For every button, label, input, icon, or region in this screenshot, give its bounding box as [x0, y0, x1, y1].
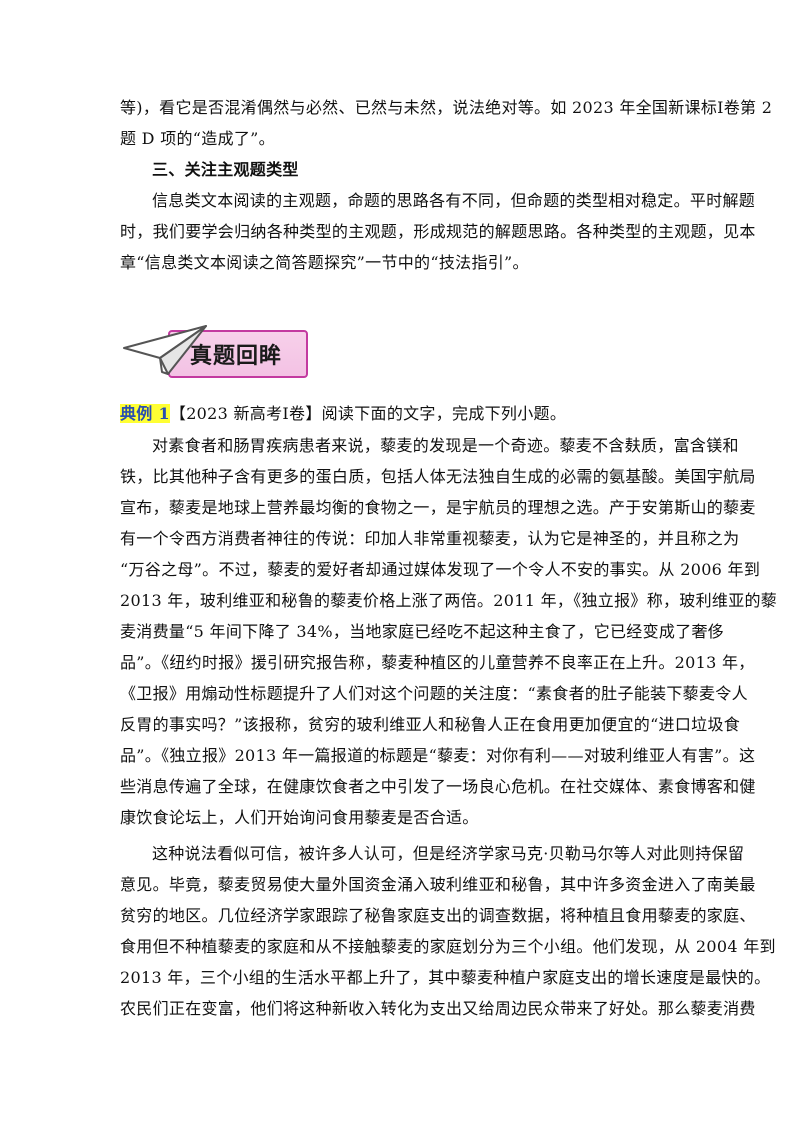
passage-p1-line: 有一个令西方消费者神往的传说：印加人非常重视藜麦，认为它是神圣的，并且称之为 — [120, 529, 740, 548]
section-heading: 三、关注主观题类型 — [152, 160, 299, 179]
passage-p1-line: 对素食者和肠胃疾病患者来说，藜麦的发现是一个奇迹。藜麦不含麸质，富含镁和 — [152, 436, 739, 455]
passage-p2-line: 意见。毕竟，藜麦贸易使大量外国资金涌入玻利维亚和秘鲁，其中许多资金进入了南美最 — [120, 875, 756, 894]
passage-p1-line: 铁，比其他种子含有更多的蛋白质，包括人体无法独自生成的必需的氨基酸。美国宇航局 — [120, 467, 756, 486]
section-line-2: 时，我们要学会归纳各种类型的主观题，形成规范的解题思路。各种类型的主观题，见本 — [120, 222, 756, 241]
banner-label: 真题回眸 — [190, 344, 283, 369]
passage-p1-line: 康饮食论坛上，人们开始询问食用藜麦是否合适。 — [120, 808, 479, 827]
passage-p1-line: 品”。《独立报》2013 年一篇报道的标题是“藜麦：对你有利——对玻利维亚人有害… — [120, 746, 756, 765]
example-tag: 典例 1 — [120, 404, 170, 423]
intro-line-1: 等)，看它是否混淆偶然与必然、已然与未然，说法绝对等。如 2023 年全国新课标… — [120, 98, 773, 117]
paper-plane-icon — [123, 325, 207, 375]
passage-p2-line: 贫穷的地区。几位经济学家跟踪了秘鲁家庭支出的调查数据，将种植且食用藜麦的家庭、 — [120, 906, 756, 925]
section-line-3: 章“信息类文本阅读之简答题探究”一节中的“技法指引”。 — [120, 253, 529, 272]
passage-p1-line: “万谷之母”。不过，藜麦的爱好者却通过媒体发现了一个令人不安的事实。从 2006… — [120, 560, 761, 579]
passage-p1-line: 《卫报》用煽动性标题提升了人们对这个问题的关注度：“素食者的肚子能装下藜麦令人 — [120, 684, 748, 703]
example-source: 【2023 新高考Ⅰ卷】阅读下面的文字，完成下列小题。 — [169, 404, 567, 423]
passage-p1-line: 反胃的事实吗？”该报称，贫穷的玻利维亚人和秘鲁人正在食用更加便宜的“进口垃圾食 — [120, 715, 741, 734]
passage-p1-line: 宣布，藜麦是地球上营养最均衡的食物之一，是宇航员的理想之选。产于安第斯山的藜麦 — [120, 498, 756, 517]
passage-p1-line: 麦消费量“5 年间下降了 34%，当地家庭已经吃不起这种主食了，它已经变成了奢侈 — [120, 622, 725, 641]
passage-p1-line: 品”。《纽约时报》援引研究报告称，藜麦种植区的儿童营养不良率正在上升。2013 … — [120, 653, 755, 672]
section-line-1: 信息类文本阅读的主观题，命题的思路各有不同，但命题的类型相对稳定。平时解题 — [152, 191, 756, 210]
example-header: 典例 1【2023 新高考Ⅰ卷】阅读下面的文字，完成下列小题。 — [120, 404, 680, 424]
passage-p2-line: 食用但不种植藜麦的家庭和从不接触藜麦的家庭划分为三个小组。他们发现，从 2004… — [120, 937, 776, 956]
passage-p2-line: 2013 年，三个小组的生活水平都上升了，其中藜麦种植户家庭支出的增长速度是最快… — [120, 968, 771, 987]
passage-p2-line: 这种说法看似可信，被许多人认可，但是经济学家马克·贝勒马尔等人对此则持保留 — [152, 844, 745, 863]
intro-line-2: 题 D 项的“造成了”。 — [120, 129, 275, 148]
passage-p2-line: 农民们正在变富，他们将这种新收入转化为支出又给周边民众带来了好处。那么藜麦消费 — [120, 999, 756, 1018]
passage-p1-line: 2013 年，玻利维亚和秘鲁的藜麦价格上涨了两倍。2011 年，《独立报》称，玻… — [120, 591, 778, 610]
section-banner: 真题回眸 — [120, 318, 310, 380]
passage-p1-line: 些消息传遍了全球，在健康饮食者之中引发了一场良心危机。在社交媒体、素食博客和健 — [120, 777, 756, 796]
